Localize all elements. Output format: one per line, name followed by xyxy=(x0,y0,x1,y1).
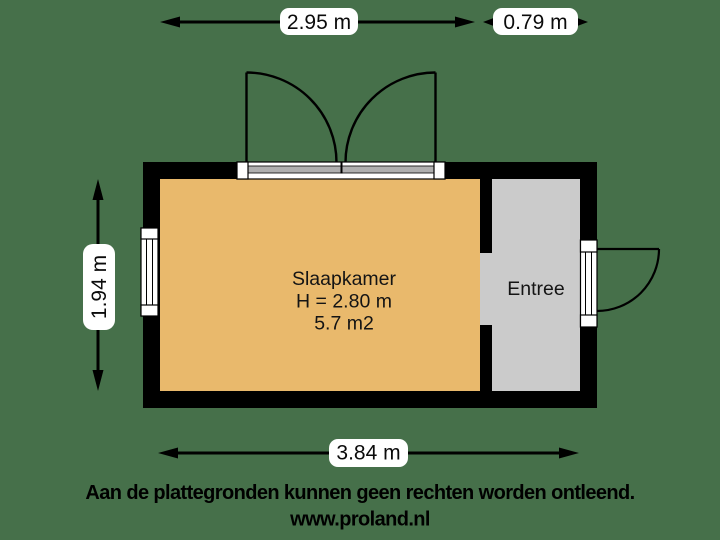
double-door xyxy=(245,71,437,163)
top-window-right-jamb xyxy=(433,161,446,180)
left-window xyxy=(140,227,159,317)
left-window-top-jamb xyxy=(140,227,159,240)
entrance-door-top-jamb xyxy=(579,239,598,253)
dimension-top-main: 2.95 m xyxy=(160,8,475,35)
arrowhead-down-icon xyxy=(92,370,104,391)
entrance-door-bottom-jamb xyxy=(579,314,598,328)
top-window xyxy=(236,161,446,180)
arrowhead-right-icon xyxy=(576,17,588,27)
dimension-label-bg xyxy=(329,439,408,467)
entree-label: Entree xyxy=(507,278,564,300)
left-window-frame xyxy=(140,227,159,317)
dimension-bottom: 3.84 m xyxy=(158,439,579,467)
dimension-left-value: 1.94 m xyxy=(88,255,111,319)
slaapkamer-height-label: H = 2.80 m xyxy=(296,291,392,313)
entrance-door-swing-arc xyxy=(596,248,661,313)
dimension-bottom-value: 3.84 m xyxy=(336,442,400,465)
footer-website: www.proland.nl xyxy=(289,509,430,531)
dimension-label-bg xyxy=(83,244,115,330)
arrowhead-right-icon xyxy=(455,16,475,28)
footer: Aan de plattegronden kunnen geen rechten… xyxy=(85,482,635,531)
left-window-bottom-jamb xyxy=(140,304,159,317)
arrowhead-left-icon xyxy=(158,447,178,459)
arrowhead-left-icon xyxy=(160,16,180,28)
room-slaapkamer-floor xyxy=(160,179,480,391)
arrowhead-up-icon xyxy=(92,179,104,200)
dimension-top-main-value: 2.95 m xyxy=(287,11,351,34)
dimension-label-bg xyxy=(493,8,578,35)
floorplan: Slaapkamer H = 2.80 m 5.7 m2 Entree xyxy=(140,71,661,408)
dimension-left: 1.94 m xyxy=(83,179,115,391)
slaapkamer-label: Slaapkamer xyxy=(292,268,397,290)
double-door-left-swing-arc xyxy=(246,71,338,163)
dimension-top-right: 0.79 m xyxy=(483,8,588,35)
top-window-left-jamb xyxy=(236,161,249,180)
dimension-top-right-value: 0.79 m xyxy=(503,11,567,34)
entrance-door-frame xyxy=(579,239,598,328)
dimension-label-bg xyxy=(280,8,358,35)
room-entree-floor xyxy=(492,179,580,391)
entrance-door xyxy=(579,239,661,328)
arrowhead-left-icon xyxy=(483,17,495,27)
footer-disclaimer: Aan de plattegronden kunnen geen rechten… xyxy=(85,482,634,504)
double-door-right-swing-arc xyxy=(344,71,436,163)
arrowhead-right-icon xyxy=(559,447,579,459)
interior-doorway-opening xyxy=(480,253,492,325)
room-labels: Slaapkamer H = 2.80 m 5.7 m2 Entree xyxy=(292,268,565,335)
slaapkamer-area-label: 5.7 m2 xyxy=(314,313,374,335)
